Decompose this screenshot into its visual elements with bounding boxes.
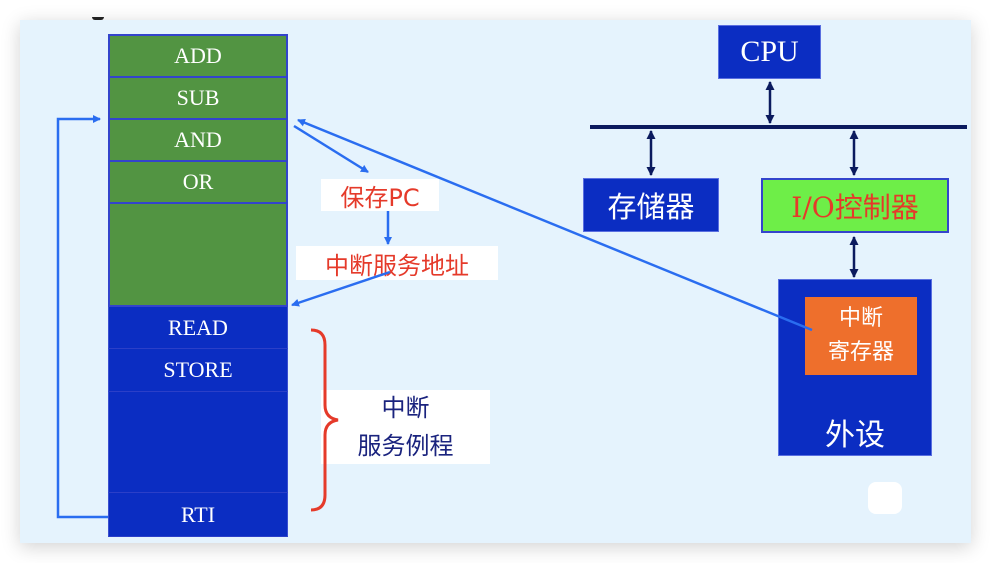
interrupt-register-line2: 寄存器 [827, 340, 894, 365]
interrupt-service-address-text: 中断服务地址 [325, 251, 469, 280]
instruction-label: OR [182, 169, 214, 194]
instruction-cell-add: ADD [108, 34, 288, 78]
memory-label: 存储器 [607, 190, 695, 224]
slide-edge-mark [92, 17, 104, 20]
cpu-box: CPU [718, 25, 821, 79]
io-controller-box: I/O控制器 [761, 178, 949, 233]
interrupt-register-line1: 中断 [838, 306, 883, 331]
interrupt-register-box: 中断 寄存器 [805, 297, 917, 375]
peripheral-label: 外设 [825, 418, 885, 453]
routine-cell-rti: RTI [108, 493, 288, 537]
routine-label: RTI [180, 501, 216, 527]
instruction-cell-empty [108, 202, 288, 307]
slide-control-button[interactable] [868, 482, 902, 514]
service-routine-label: 中断 服务例程 [321, 390, 490, 464]
instruction-cell-and: AND [108, 118, 288, 162]
routine-cell-store: STORE [108, 349, 288, 392]
routine-label: READ [168, 314, 228, 340]
instruction-label: AND [174, 127, 222, 152]
instruction-cell-sub: SUB [108, 76, 288, 120]
memory-box: 存储器 [583, 178, 719, 232]
routine-cell-empty [108, 392, 288, 493]
service-routine-line1: 中断 [381, 394, 430, 422]
peripheral-box: 中断 寄存器 外设 [778, 279, 932, 456]
instruction-label: SUB [176, 85, 220, 110]
service-routine-line2: 服务例程 [357, 432, 454, 460]
instruction-label: ADD [174, 43, 222, 68]
save-pc-text: 保存PC [340, 183, 420, 212]
routine-cell-read: READ [108, 307, 288, 349]
routine-label: STORE [163, 357, 233, 382]
interrupt-service-address-label: 中断服务地址 [296, 246, 498, 280]
cpu-label: CPU [740, 35, 799, 68]
instruction-cell-or: OR [108, 160, 288, 204]
io-controller-label: I/O控制器 [791, 190, 919, 224]
program-memory-stack: ADD SUB AND OR READ STORE RTI [108, 34, 288, 537]
save-pc-label: 保存PC [321, 179, 439, 212]
